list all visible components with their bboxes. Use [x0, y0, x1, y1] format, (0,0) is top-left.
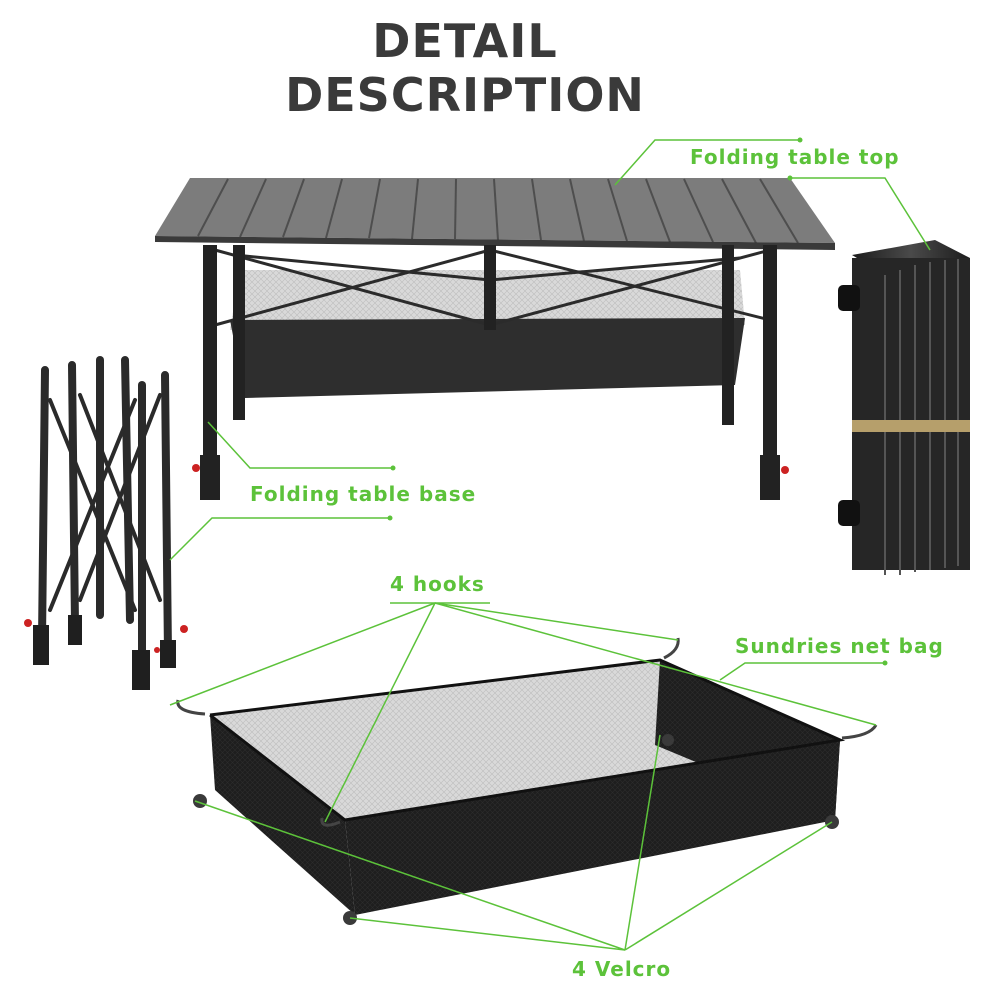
callout-4-velcro: 4 Velcro	[572, 957, 672, 981]
roll-strap	[852, 420, 970, 432]
folded-table-base	[24, 356, 188, 690]
callout-folding-table-base: Folding table base	[250, 482, 477, 506]
assembled-table	[155, 178, 835, 500]
rolled-table-top	[838, 240, 970, 575]
leg-lock-button	[192, 464, 200, 472]
callout-dots	[387, 137, 888, 666]
page-title-line-2: DESCRIPTION	[285, 68, 645, 122]
sundries-net-bag	[176, 637, 878, 925]
table-top-slats	[197, 178, 799, 244]
callout-folding-table-top: Folding table top	[690, 145, 900, 169]
leg-lock-button	[781, 466, 789, 474]
table-net-bag	[230, 318, 745, 398]
callout-lines	[169, 139, 931, 951]
callout-4-hooks: 4 hooks	[390, 572, 485, 596]
table-legs	[200, 245, 780, 500]
callout-sundries-net-bag: Sundries net bag	[735, 634, 944, 658]
page-title-line-1: DETAIL	[372, 14, 558, 68]
table-top-edge	[155, 236, 835, 250]
